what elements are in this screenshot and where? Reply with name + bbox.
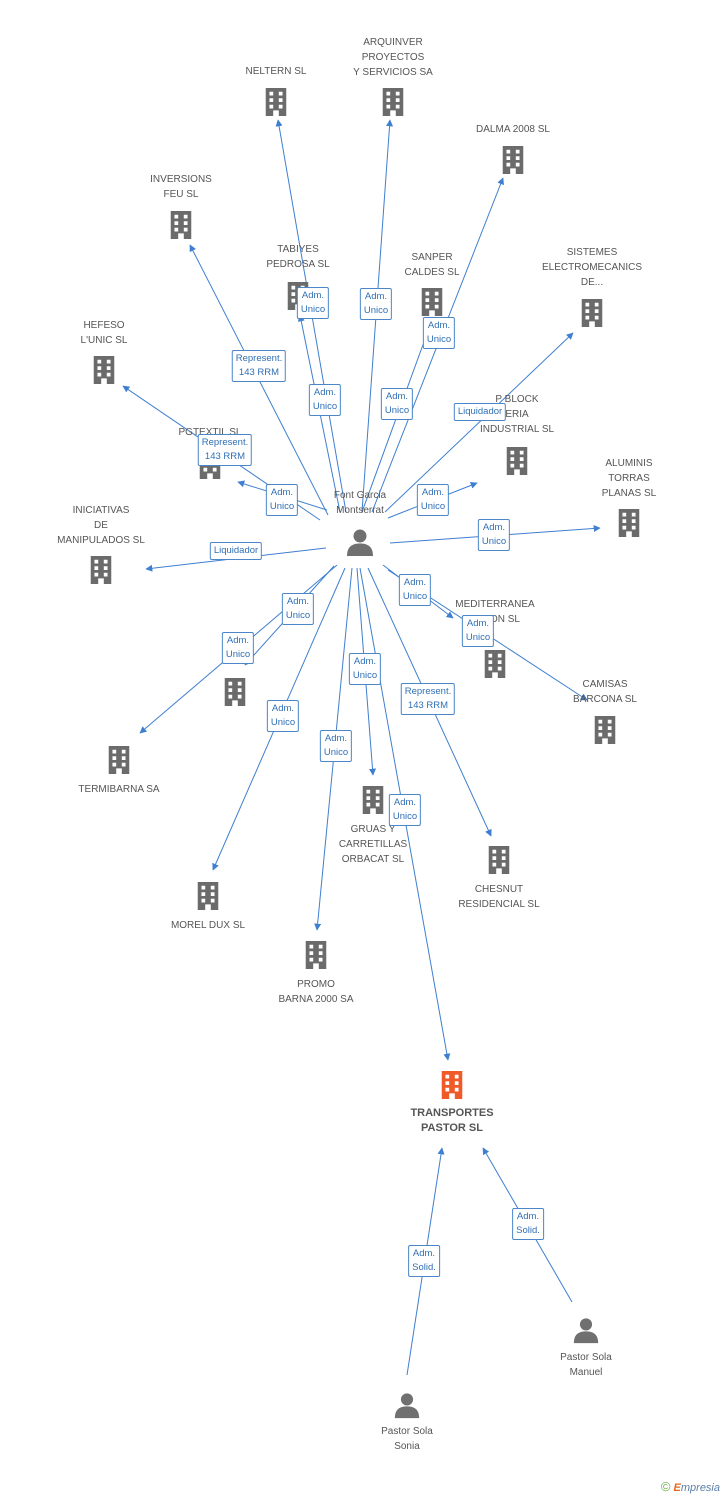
building-icon-hefeso[interactable] xyxy=(93,356,115,384)
edge-label-aluminis[interactable]: Adm. Unico xyxy=(477,519,511,551)
company-label-aluminis[interactable]: ALUMINIS TORRAS PLANAS SL xyxy=(601,458,657,499)
copyright-icon: © xyxy=(660,1479,671,1494)
building-icon-camisas[interactable] xyxy=(594,716,616,744)
brand-name: mpresia xyxy=(680,1482,720,1494)
building-icon-promo[interactable] xyxy=(305,941,327,969)
company-label-promo[interactable]: PROMO BARNA 2000 SA xyxy=(278,979,354,1005)
building-icon-inversions[interactable] xyxy=(170,211,192,239)
building-icon-mediterranea[interactable] xyxy=(484,650,506,678)
person-icon-sonia[interactable] xyxy=(394,1393,420,1419)
company-label-pgtextil[interactable]: PGTEXTIL SL xyxy=(178,427,242,438)
edge-label-transportes[interactable]: Adm. Solid. xyxy=(512,1208,544,1240)
company-label-neltern[interactable]: NELTERN SL xyxy=(245,66,307,77)
company-label-dalma[interactable]: DALMA 2008 SL xyxy=(476,124,550,135)
edge-label-morel[interactable]: Adm. Unico xyxy=(266,700,300,732)
person-icon-center[interactable] xyxy=(347,529,373,557)
building-icon-gruas[interactable] xyxy=(362,786,384,814)
person-label-sonia[interactable]: Pastor Sola Sonia xyxy=(381,1426,433,1452)
edge-label-cs[interactable]: Adm. Unico xyxy=(281,593,315,625)
building-icon-iniciativas[interactable] xyxy=(90,556,112,584)
company-label-mediterranea[interactable]: MEDITERRANEA C CION SL xyxy=(455,599,535,625)
edge-label-termibarna[interactable]: Adm. Unico xyxy=(221,632,255,664)
edge-label-inversions[interactable]: Represent. 143 RRM xyxy=(231,350,287,382)
company-label-chesnut[interactable]: CHESNUT RESIDENCIAL SL xyxy=(458,884,540,910)
company-label-inversions[interactable]: INVERSIONS FEU SL xyxy=(150,174,212,200)
company-label-hefeso[interactable]: HEFESO L'UNIC SL xyxy=(80,320,128,346)
edge-label-neltern[interactable]: Adm. Unico xyxy=(296,287,330,319)
company-label-termibarna[interactable]: TERMIBARNA SA xyxy=(78,784,160,795)
company-label-sanper[interactable]: SANPER CALDES SL xyxy=(404,252,460,278)
brand-initial: E xyxy=(673,1482,681,1494)
edge-label-mediterranea[interactable]: Adm. Unico xyxy=(398,574,432,606)
company-label-transportes[interactable]: TRANSPORTES PASTOR SL xyxy=(410,1107,494,1134)
edge-center-sistemes xyxy=(384,332,574,513)
edge-label-sistemes[interactable]: Liquidador xyxy=(453,403,507,421)
company-label-arquinver[interactable]: ARQUINVER PROYECTOS Y SERVICIOS SA xyxy=(353,37,433,78)
building-icon-pblock[interactable] xyxy=(506,447,528,475)
building-icon-arquinver[interactable] xyxy=(382,88,404,116)
building-icon-dalma[interactable] xyxy=(502,146,524,174)
edge-label-promo[interactable]: Adm. Unico xyxy=(319,730,353,762)
company-label-pblock[interactable]: P BLOCK ERIA INDUSTRIAL SL xyxy=(479,394,555,435)
building-icon-sanper[interactable] xyxy=(421,288,443,316)
building-icon-transportes[interactable] xyxy=(441,1071,463,1099)
person-icon-manuel[interactable] xyxy=(573,1318,599,1344)
edge-label-pblock[interactable]: Adm. Unico xyxy=(416,484,450,516)
edge-label-dalma[interactable]: Adm. Unico xyxy=(422,317,456,349)
edge-label-camisas[interactable]: Adm. Unico xyxy=(461,615,495,647)
company-label-sistemes[interactable]: SISTEMES ELECTROMECANICS DE... xyxy=(541,247,642,288)
edge-label-transportes[interactable]: Adm. Unico xyxy=(388,794,422,826)
building-icon-sistemes[interactable] xyxy=(581,299,603,327)
person-label-center[interactable]: Font Garcia Montserrat xyxy=(333,490,387,516)
company-label-camisas[interactable]: CAMISAS BARCONA SL xyxy=(573,679,637,705)
empresia-brand[interactable]: © Empresia xyxy=(661,1479,720,1494)
building-icon-chesnut[interactable] xyxy=(488,846,510,874)
company-label-tabiyes[interactable]: TABIYES PEDROSA SL xyxy=(266,244,330,270)
edge-label-gruas[interactable]: Adm. Unico xyxy=(348,653,382,685)
person-label-manuel[interactable]: Pastor Sola Manuel xyxy=(560,1352,612,1378)
company-label-iniciativas[interactable]: INICIATIVAS DE MANIPULADOS SL xyxy=(57,505,145,546)
edge-label-pgtextil[interactable]: Adm. Unico xyxy=(265,484,299,516)
company-label-gruas[interactable]: GRUAS Y CARRETILLAS ORBACAT SL xyxy=(338,824,408,865)
edge-label-transportes[interactable]: Adm. Solid. xyxy=(408,1245,440,1277)
building-icon-neltern[interactable] xyxy=(265,88,287,116)
building-icon-morel[interactable] xyxy=(197,882,219,910)
edge-label-arquinver[interactable]: Adm. Unico xyxy=(359,288,393,320)
edge-label-chesnut[interactable]: Represent. 143 RRM xyxy=(400,683,456,715)
edge-label-sanper[interactable]: Adm. Unico xyxy=(380,388,414,420)
company-label-morel[interactable]: MOREL DUX SL xyxy=(170,920,246,931)
building-icon-termibarna[interactable] xyxy=(108,746,130,774)
edge-label-iniciativas[interactable]: Liquidador xyxy=(209,542,263,560)
edge-label-tabiyes[interactable]: Adm. Unico xyxy=(308,384,342,416)
building-icon-aluminis[interactable] xyxy=(618,509,640,537)
edge-label-hefeso[interactable]: Represent. 143 RRM xyxy=(197,434,253,466)
building-icon-cs[interactable] xyxy=(224,678,246,706)
